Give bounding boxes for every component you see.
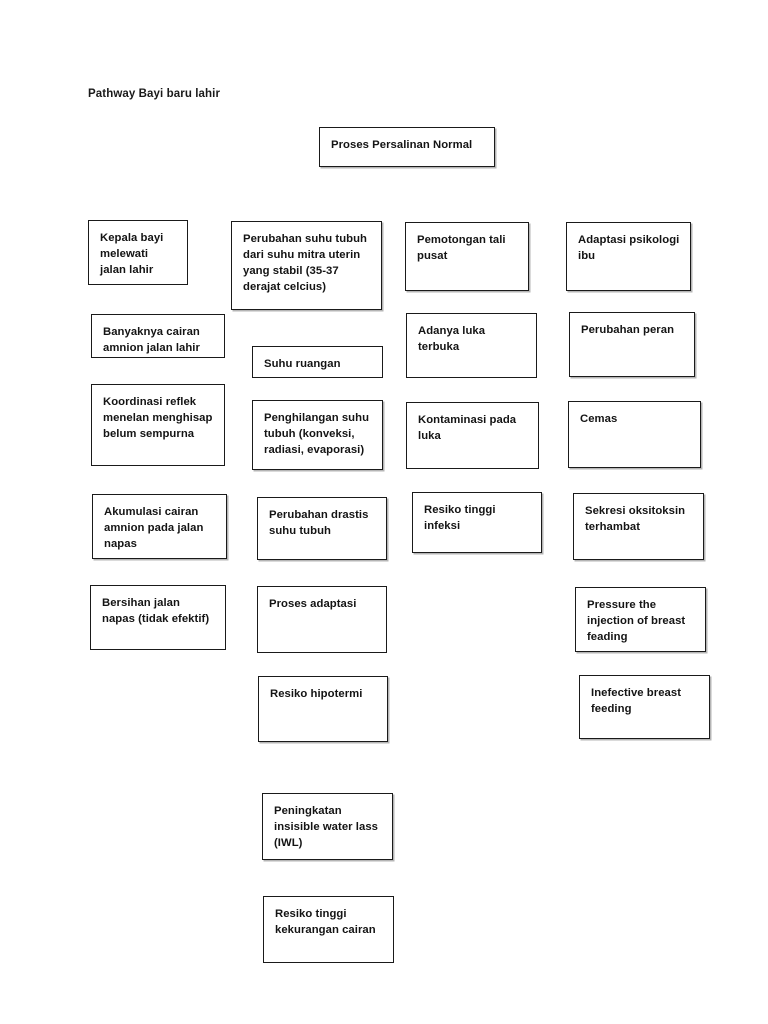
node-perubahan-suhu-tubuh: Perubahan suhu tubuh dari suhu mitra ute… — [231, 221, 382, 310]
node-pressure-the-injection-of-breast-feading: Pressure the injection of breast feading — [575, 587, 706, 652]
node-bersihan-jalan-napas: Bersihan jalan napas (tidak efektif) — [90, 585, 226, 650]
node-cemas: Cemas — [568, 401, 701, 468]
node-proses-adaptasi: Proses adaptasi — [257, 586, 387, 653]
node-banyaknya-cairan-amnion-jalan-lahir: Banyaknya cairan amnion jalan lahir — [91, 314, 225, 358]
node-penghilangan-suhu-tubuh: Penghilangan suhu tubuh (konveksi, radia… — [252, 400, 383, 470]
node-kepala-bayi-melewati-jalan-lahir: Kepala bayi melewati jalan lahir — [88, 220, 188, 285]
node-resiko-tinggi-infeksi: Resiko tinggi infeksi — [412, 492, 542, 553]
node-peningkatan-insisible-water-lass: Peningkatan insisible water lass (IWL) — [262, 793, 393, 860]
node-kontaminasi-pada-luka: Kontaminasi pada luka — [406, 402, 539, 469]
node-inefective-breast-feeding: Inefective breast feeding — [579, 675, 710, 739]
node-sekresi-oksitoksin-terhambat: Sekresi oksitoksin terhambat — [573, 493, 704, 560]
node-koordinasi-reflek-menelan: Koordinasi reflek menelan menghisap belu… — [91, 384, 225, 466]
page-title: Pathway Bayi baru lahir — [88, 88, 221, 100]
node-resiko-tinggi-kekurangan-cairan: Resiko tinggi kekurangan cairan — [263, 896, 394, 963]
node-pemotongan-tali-pusat: Pemotongan tali pusat — [405, 222, 529, 291]
node-adanya-luka-terbuka: Adanya luka terbuka — [406, 313, 537, 378]
node-perubahan-peran: Perubahan peran — [569, 312, 695, 377]
node-perubahan-drastis-suhu-tubuh: Perubahan drastis suhu tubuh — [257, 497, 387, 560]
node-adaptasi-psikologi-ibu: Adaptasi psikologi ibu — [566, 222, 691, 291]
node-akumulasi-cairan-amnion: Akumulasi cairan amnion pada jalan napas — [92, 494, 227, 559]
node-proses-persalinan-normal: Proses Persalinan Normal — [319, 127, 495, 167]
node-suhu-ruangan: Suhu ruangan — [252, 346, 383, 378]
node-resiko-hipotermi: Resiko hipotermi — [258, 676, 388, 742]
